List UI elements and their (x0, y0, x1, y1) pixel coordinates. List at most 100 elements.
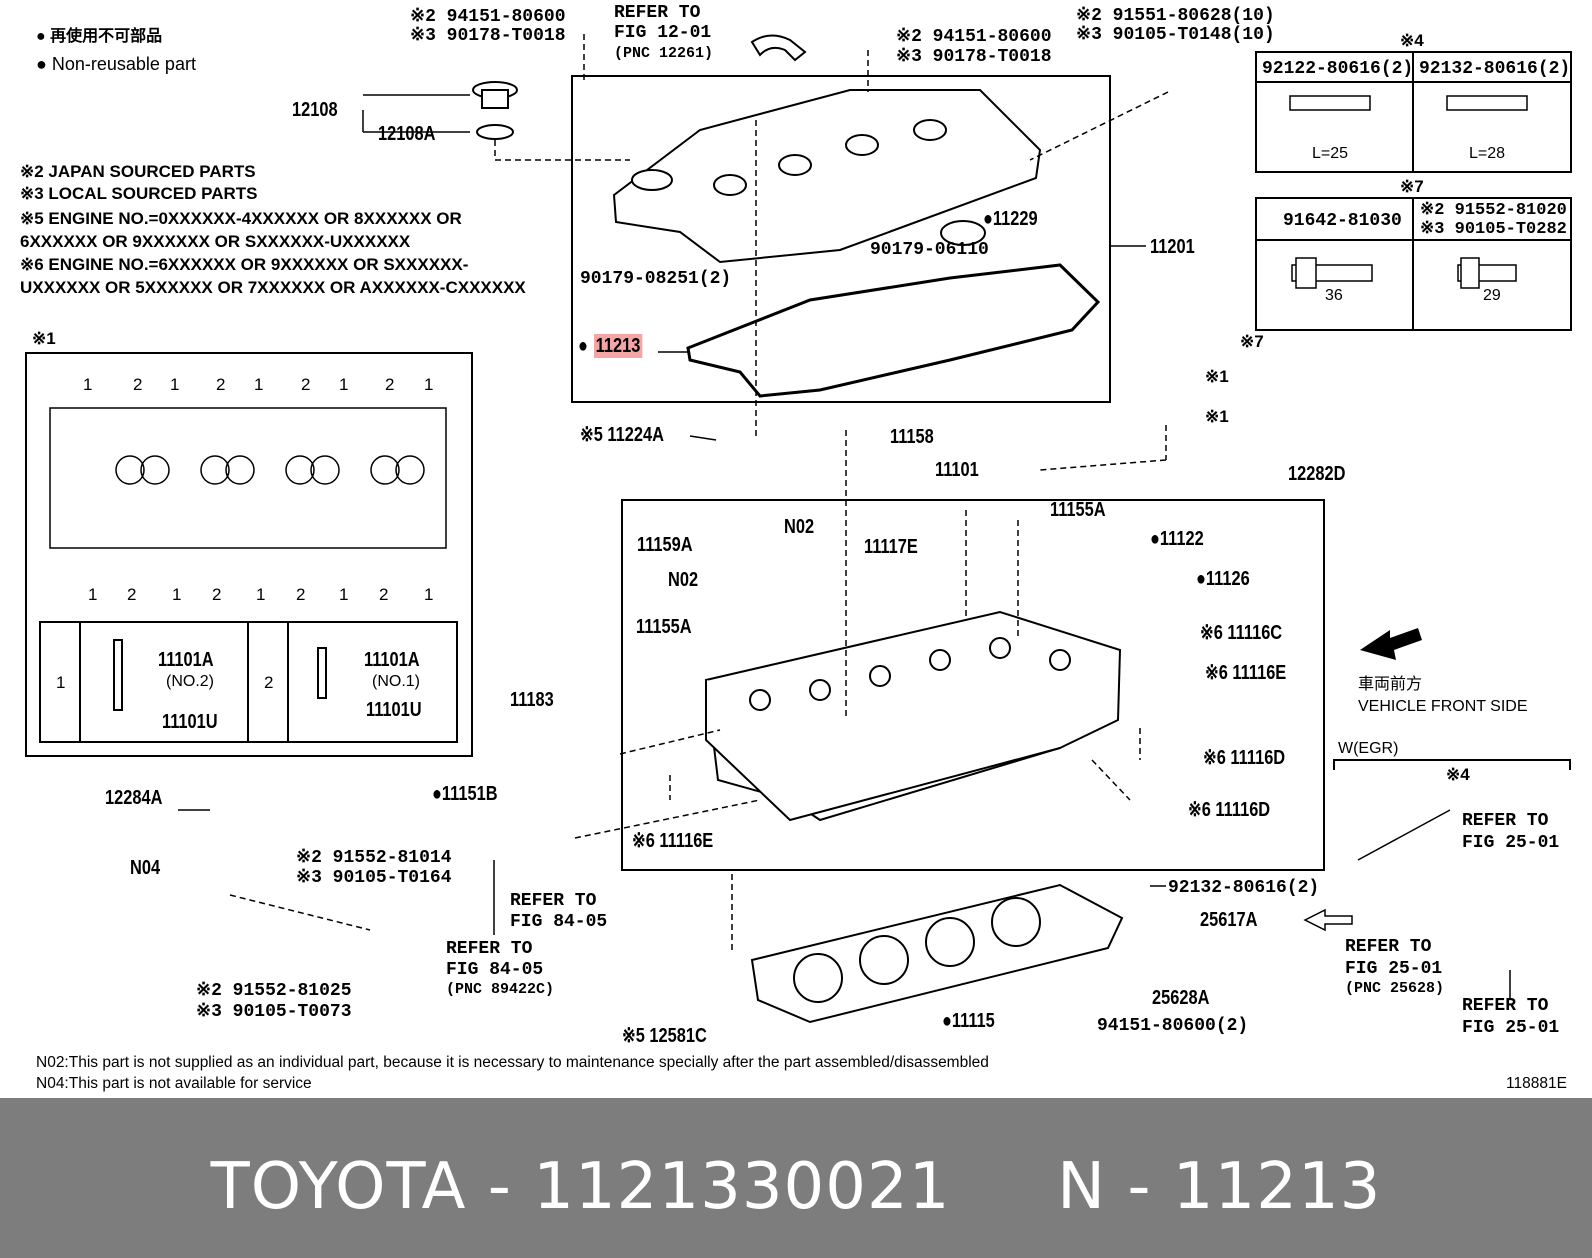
part-label: 車両前方 (1358, 676, 1423, 693)
cover-group-frame (571, 75, 1111, 403)
note-line: ※6 ENGINE NO.=6XXXXXX OR 9XXXXXX OR SXXX… (20, 255, 469, 274)
bolt-seq-bottom-4: 2 (212, 585, 222, 604)
part-label: ※4 (1400, 31, 1424, 50)
bolt-pattern-head (49, 407, 447, 549)
gasket-callout-dot: ● (578, 335, 588, 357)
part-label: W(EGR) (1338, 740, 1399, 757)
oil-filler-cap (472, 81, 518, 140)
part-label: 11159A (637, 534, 693, 556)
cover-gasket (686, 263, 1101, 398)
note-line: UXXXXXX OR 5XXXXXX OR 7XXXXXX OR AXXXXXX… (20, 278, 526, 297)
cylinder-head-cover (612, 34, 1042, 264)
bolt-legend-1: 1 (56, 673, 66, 692)
part-label: REFER TO (1462, 811, 1549, 831)
part-label: ※2 94151-80600 (410, 7, 566, 27)
part-label: (NO.1) (372, 673, 420, 690)
part-label: ※4 (1446, 765, 1470, 784)
part-label: ※3 90105-T0073 (196, 1002, 352, 1022)
bolt-seq-bottom-7: 1 (339, 585, 349, 604)
cylinder-head (704, 610, 1122, 822)
diagram-drawing (25, 34, 1572, 1024)
part-label: 90179-06110 (870, 240, 989, 260)
part-label: 12108 (292, 99, 338, 121)
note-line: 6XXXXXX OR 9XXXXXX OR SXXXXXX-UXXXXXX (20, 232, 411, 251)
part-label: FIG 25-01 (1462, 1018, 1560, 1038)
part-label: 11155A (1050, 499, 1106, 521)
part-label: FIG 12-01 (614, 23, 712, 43)
bolt-seq-top-6: 2 (301, 375, 311, 394)
part-label: ※3 90105-T0164 (296, 868, 452, 888)
bolt-seq-top-7: 1 (339, 375, 349, 394)
part-label: ※2 91552-81014 (296, 848, 452, 868)
bolt-seq-top-3: 1 (170, 375, 180, 394)
part-label: REFER TO (614, 3, 701, 23)
table4-dim2: L=28 (1469, 145, 1506, 162)
part-number-banner: TOYOTA - 1121330021 N - 11213 (0, 1098, 1592, 1258)
footnote-n04: N04:This part is not available for servi… (36, 1075, 312, 1092)
table4-dim1: L=25 (1312, 145, 1349, 162)
bolt-seq-top-4: 2 (216, 375, 226, 394)
table7-col1: 91642-81030 (1283, 211, 1402, 231)
figure-id: 118881E (1506, 1075, 1567, 1092)
part-label: ※2 91551-80628(10) (1076, 6, 1275, 26)
part-label: ※6 11116C (1200, 622, 1283, 644)
part-label: ※3 90178-T0018 (896, 47, 1052, 67)
head-gasket (750, 883, 1124, 1024)
part-label: ※1 (32, 329, 56, 348)
part-label: ※7 (1400, 177, 1424, 196)
part-label: ※1 (1205, 367, 1229, 386)
part-label: REFER TO (510, 891, 597, 911)
part-label: (NO.2) (166, 673, 214, 690)
bolt-seq-top-8: 2 (385, 375, 395, 394)
part-label: VEHICLE FRONT SIDE (1358, 698, 1528, 715)
head-group-frame (621, 499, 1325, 871)
part-label: ※6 11116E (632, 830, 714, 852)
part-label: ※5 12581C (622, 1025, 707, 1047)
table7-dim1: 36 (1325, 287, 1343, 304)
part-label: N02 (668, 569, 699, 591)
part-label: FIG 25-01 (1345, 959, 1443, 979)
part-label: ※1 (1205, 407, 1229, 426)
part-label: ※3 90178-T0018 (410, 26, 566, 46)
table7-col2b: ※3 90105-T0282 (1420, 220, 1567, 239)
legend-en: ● Non-reusable part (36, 54, 196, 74)
part-label: 12108A (378, 123, 436, 145)
table4-col1: 92122-80616(2) (1262, 59, 1414, 79)
note-line: ※5 ENGINE NO.=0XXXXXX-4XXXXXX OR 8XXXXXX… (20, 209, 462, 228)
part-label: 11101U (366, 699, 422, 721)
bolt-seq-bottom-1: 1 (88, 585, 98, 604)
note-line: ※2 JAPAN SOURCED PARTS (20, 162, 256, 181)
part-label: REFER TO (1462, 996, 1549, 1016)
bolt-pattern-frame (25, 352, 473, 757)
legend-jp: ● 再使用不可部品 (36, 28, 163, 45)
part-label: FIG 84-05 (510, 912, 608, 932)
part-label: 12284A (105, 787, 163, 809)
bolt-legend-2: 2 (264, 673, 274, 692)
note-line: ※3 LOCAL SOURCED PARTS (20, 184, 258, 203)
part-label: 11101 (935, 459, 979, 481)
part-label: N02 (784, 516, 815, 538)
part-label: (PNC 12261) (614, 45, 714, 62)
bolt-seq-bottom-9: 1 (424, 585, 434, 604)
bolt-seq-bottom-5: 1 (256, 585, 266, 604)
bolt-seq-bottom-6: 2 (296, 585, 306, 604)
part-label: N04 (130, 857, 161, 879)
part-label: 11117E (864, 536, 918, 558)
banner-text: TOYOTA - 1121330021 N - 11213 (210, 1150, 1382, 1224)
part-label: ※3 90105-T0148(10) (1076, 25, 1275, 45)
part-label: ※5 11224A (580, 424, 664, 446)
part-label: ※6 11116D (1203, 747, 1286, 769)
part-label: 11101A (364, 649, 420, 671)
part-label: ※2 94151-80600 (896, 27, 1052, 47)
part-label: 11155A (636, 616, 692, 638)
part-label: (PNC 25628) (1345, 980, 1445, 997)
footnote-n02: N02:This part is not supplied as an indi… (36, 1054, 989, 1071)
part-label: 94151-80600(2) (1097, 1016, 1249, 1036)
part-label: FIG 25-01 (1462, 833, 1560, 853)
part-label: ●11229 (983, 208, 1038, 230)
part-label: ※6 11116E (1205, 662, 1287, 684)
table7-col2a: ※2 91552-81020 (1420, 201, 1567, 220)
table4-col2: 92132-80616(2) (1419, 59, 1571, 79)
part-label: 90179-08251(2) (580, 269, 732, 289)
part-label: REFER TO (446, 939, 533, 959)
